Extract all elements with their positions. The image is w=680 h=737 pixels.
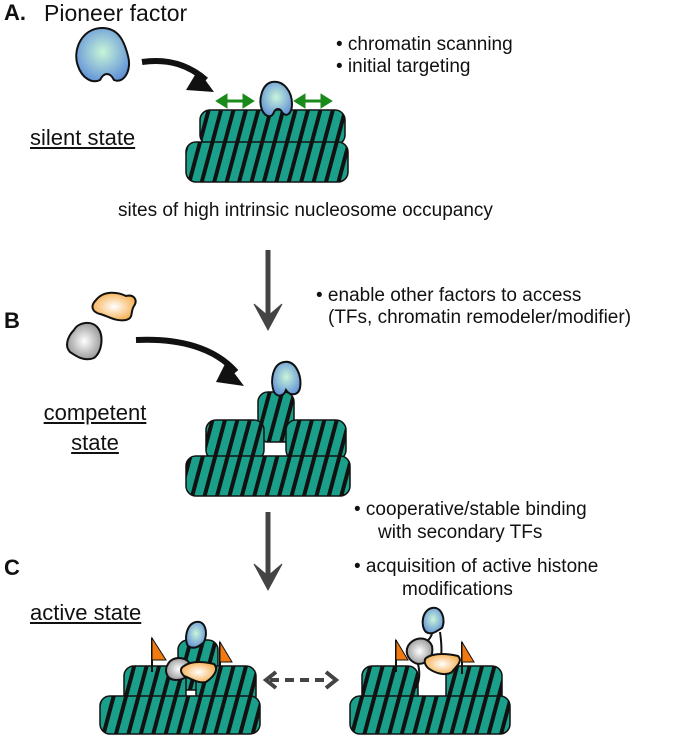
pioneer-factor-free	[75, 26, 130, 83]
panel-a-label: A.	[4, 0, 26, 25]
secondary-tf-orange-bound-left	[180, 661, 218, 684]
competent-state-label-line2: state	[71, 430, 119, 455]
bullet-cooperative-binding: • cooperative/stable binding	[354, 499, 587, 520]
bullet-cooperative-binding-detail: with secondary TFs	[378, 522, 543, 543]
binding-arrow-b	[135, 336, 239, 375]
panel-b-label: B	[4, 308, 20, 333]
nucleosome-array-c-left	[99, 639, 261, 735]
nucleosome-array-c-right	[349, 665, 511, 735]
nucleosome-array-a	[185, 109, 349, 183]
nucleosome-occupancy-caption: sites of high intrinsic nucleosome occup…	[118, 200, 493, 221]
active-state-label: active state	[30, 600, 142, 625]
secondary-tf-orange-free	[91, 291, 137, 322]
equilibrium-dashed-arrow	[262, 670, 340, 690]
competent-state-label-line1: competent	[43, 400, 147, 425]
bullet-enable-access-detail: (TFs, chromatin remodeler/modifier)	[328, 307, 632, 328]
secondary-tf-orange-bound-right	[423, 653, 461, 676]
pioneer-factor-bound-c-right	[421, 606, 445, 635]
bullet-chromatin-scanning: • chromatin scanning	[336, 34, 513, 55]
bullet-histone-modifications-detail: modifications	[402, 579, 513, 600]
pioneer-factor-bound-a	[259, 80, 294, 118]
histone-mark-flag-right-2	[461, 640, 475, 674]
bullet-initial-targeting: • initial targeting	[336, 56, 471, 77]
secondary-tf-gray-free	[66, 322, 103, 361]
panel-c-label: C	[4, 555, 20, 580]
panel-a-title: Pioneer factor	[44, 0, 188, 26]
scan-arrow-left	[215, 93, 255, 109]
histone-mark-flag-right-1	[395, 638, 409, 672]
bullet-enable-access: • enable other factors to access	[316, 285, 582, 306]
flow-arrow-a-to-b	[253, 250, 283, 332]
tether-line	[415, 663, 421, 689]
flow-arrow-b-to-c	[253, 512, 283, 592]
histone-mark-flag-left-1	[151, 636, 167, 672]
histone-mark-flag-left-2	[219, 640, 233, 674]
pioneer-factor-bound-b	[271, 360, 302, 397]
silent-state-label: silent state	[30, 125, 136, 150]
bullet-histone-modifications: • acquisition of active histone	[354, 556, 599, 577]
pioneer-factor-bound-c-left	[185, 620, 207, 649]
scan-arrow-right	[293, 93, 333, 109]
nucleosome-array-b	[185, 391, 351, 497]
